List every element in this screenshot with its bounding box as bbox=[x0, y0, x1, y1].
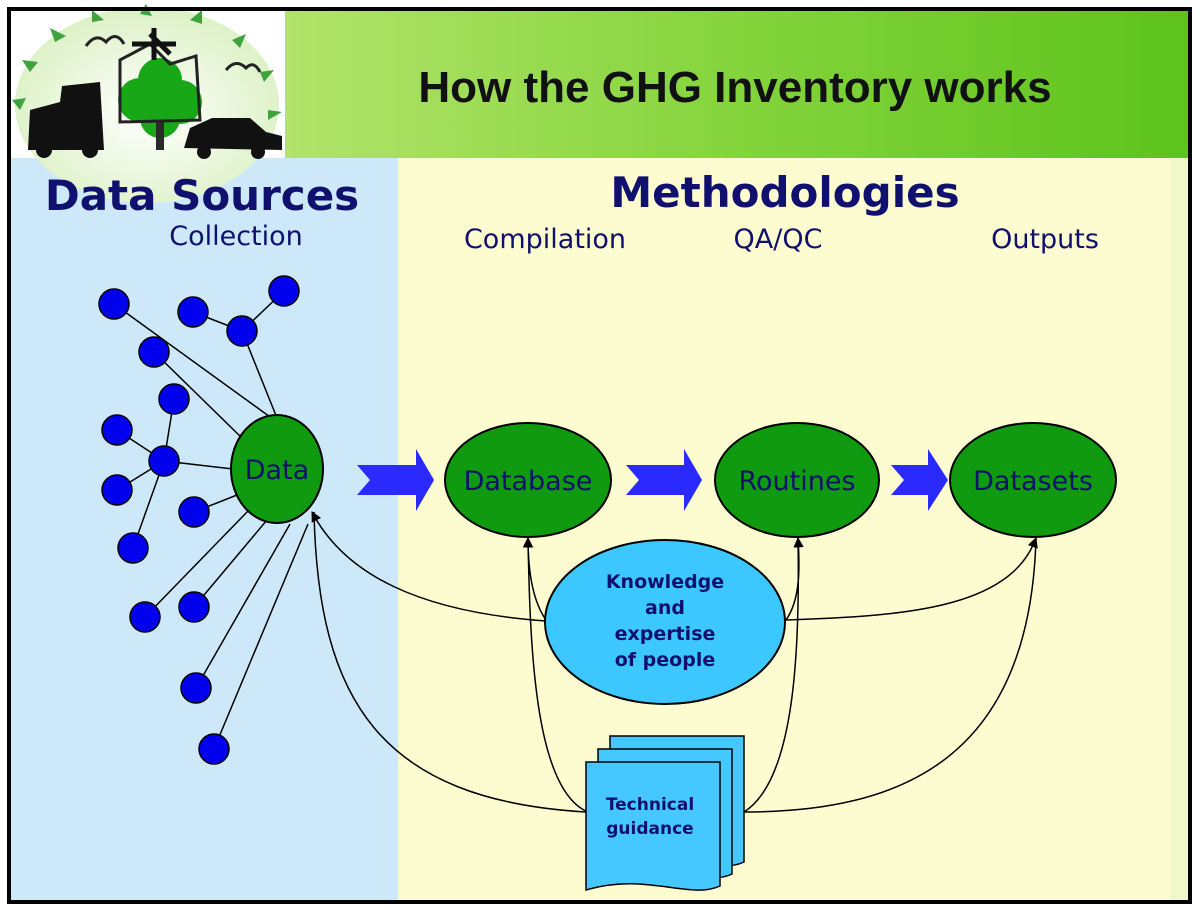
source-dot bbox=[180, 672, 212, 704]
node-data: Data bbox=[230, 414, 324, 524]
ghg-emissions-logo-icon bbox=[10, 4, 285, 203]
flow-arrows bbox=[357, 449, 948, 511]
source-dots bbox=[98, 275, 300, 765]
source-dot bbox=[148, 445, 180, 477]
node-database: Database bbox=[444, 422, 612, 538]
stage-outputs: Outputs bbox=[991, 224, 1099, 255]
stage-compilation: Compilation bbox=[464, 224, 626, 255]
data-sources-heading: Data Sources bbox=[45, 171, 359, 220]
source-dot bbox=[178, 496, 210, 528]
technical-guidance-documents-icon bbox=[585, 735, 745, 892]
knowledge-line: expertise bbox=[615, 623, 716, 645]
source-dot bbox=[101, 474, 133, 506]
flow-arrow-icon bbox=[357, 449, 434, 511]
source-dot bbox=[178, 591, 210, 623]
slide-border bbox=[7, 7, 1192, 904]
guidance-line: Technical bbox=[606, 795, 694, 815]
node-routines: Routines bbox=[714, 422, 880, 538]
source-dot bbox=[138, 336, 170, 368]
stage-qa-qc: QA/QC bbox=[734, 224, 823, 255]
flow-arrow-icon bbox=[891, 449, 948, 511]
node-database-label: Database bbox=[464, 466, 593, 497]
knowledge-line: of people bbox=[615, 649, 715, 671]
node-datasets: Datasets bbox=[949, 422, 1117, 538]
source-dot bbox=[129, 601, 161, 633]
flow-arrow-icon bbox=[626, 449, 702, 511]
methodologies-heading: Methodologies bbox=[610, 168, 959, 217]
knowledge-line: Knowledge bbox=[606, 571, 724, 593]
slide-title: How the GHG Inventory works bbox=[418, 63, 1051, 112]
source-dot bbox=[268, 275, 300, 307]
source-dot bbox=[177, 296, 209, 328]
header-bar bbox=[285, 10, 1190, 158]
source-dot bbox=[198, 733, 230, 765]
source-dot bbox=[117, 532, 149, 564]
node-routines-label: Routines bbox=[738, 466, 855, 497]
node-data-label: Data bbox=[245, 455, 309, 486]
knowledge-node: Knowledge and expertise of people bbox=[544, 539, 786, 705]
feedback-curves bbox=[311, 511, 1038, 813]
right-edge-strip bbox=[1170, 158, 1190, 902]
source-dot bbox=[101, 414, 133, 446]
stage-collection: Collection bbox=[169, 221, 303, 252]
source-dot bbox=[226, 315, 258, 347]
source-dot bbox=[98, 288, 130, 320]
node-datasets-label: Datasets bbox=[973, 466, 1093, 497]
source-dot bbox=[158, 383, 190, 415]
knowledge-line: and bbox=[645, 597, 685, 619]
guidance-line: guidance bbox=[606, 819, 693, 839]
left-panel bbox=[10, 158, 398, 902]
